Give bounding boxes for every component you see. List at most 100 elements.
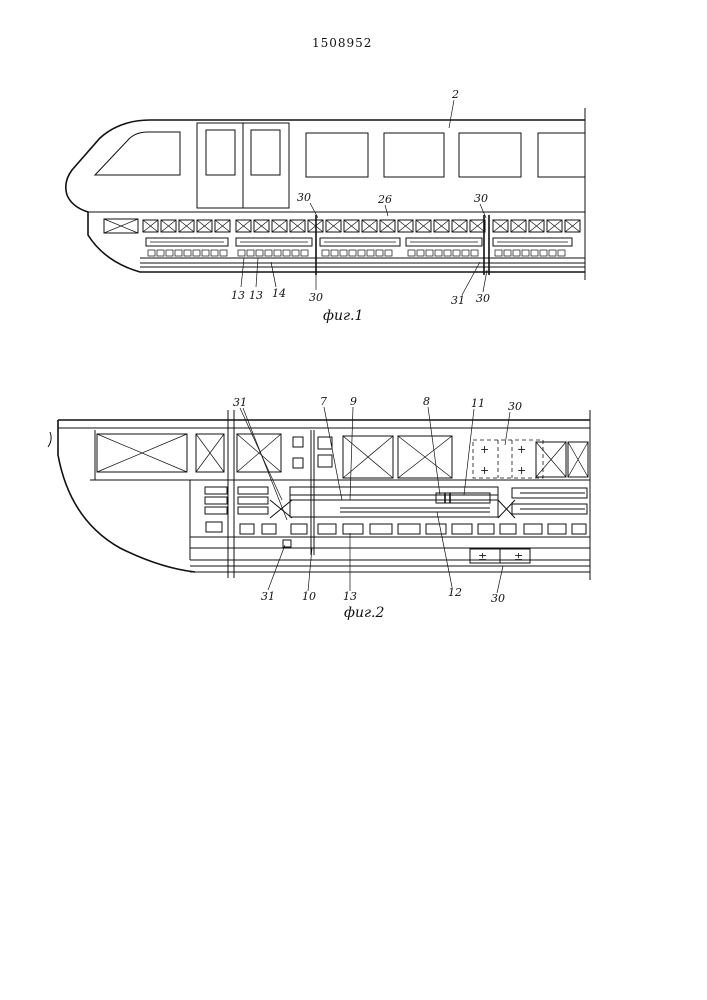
- left-equipment-block: [205, 487, 227, 494]
- battery-box-13: [318, 524, 336, 534]
- small-block: [318, 455, 332, 467]
- figure-1-side-view: 2 30 26 30 13 13 14 30 31 30 фиг.1: [66, 88, 585, 324]
- battery-cell: [292, 250, 299, 256]
- figure-1-caption: фиг.1: [323, 308, 363, 324]
- figure-2-caption: фиг.2: [344, 605, 385, 621]
- plus-mark: +: [480, 443, 489, 456]
- label-8: 8: [423, 395, 430, 408]
- battery-cell: [462, 250, 469, 256]
- battery-cell: [202, 250, 209, 256]
- label-31: 31: [261, 590, 275, 603]
- battery-cell: [247, 250, 254, 256]
- label-26: 26: [377, 193, 392, 206]
- figure-2-enlarged-view: + + + + ± ±: [58, 395, 590, 621]
- battery-cell: [417, 250, 424, 256]
- leader-12: [437, 512, 452, 587]
- battery-cell: [408, 250, 415, 256]
- battery-cell: [540, 250, 547, 256]
- battery-cell: [175, 250, 182, 256]
- battery-cell: [453, 250, 460, 256]
- window-4: [538, 133, 585, 177]
- leader-11: [464, 409, 474, 495]
- label-13: 13: [343, 590, 357, 603]
- left-equipment-block: [205, 497, 227, 504]
- battery-cell: [238, 250, 245, 256]
- label-30: 30: [508, 400, 522, 413]
- battery-cell: [504, 250, 511, 256]
- left-equipment-block: [205, 507, 227, 514]
- leader-30-bottom: [497, 566, 503, 593]
- plus-mark: ±: [514, 550, 523, 563]
- battery-cell: [349, 250, 356, 256]
- battery-cell: [265, 250, 272, 256]
- leader-2: [449, 100, 454, 128]
- battery-cell: [340, 250, 347, 256]
- battery-cell: [331, 250, 338, 256]
- battery-box-13: [524, 524, 542, 534]
- leader-7: [324, 407, 342, 500]
- battery-box-13: [452, 524, 472, 534]
- battery-box-13: [262, 524, 276, 534]
- small-block: [293, 458, 303, 468]
- underframe-crossed-boxes: [104, 219, 580, 233]
- label-13: 13: [249, 289, 263, 302]
- label-30: 30: [474, 192, 488, 205]
- leader-14: [271, 262, 276, 287]
- plus-mark: ±: [478, 550, 487, 563]
- small-bracket: [283, 540, 291, 547]
- door-window-left: [206, 130, 235, 175]
- battery-cell: [193, 250, 200, 256]
- battery-cell: [522, 250, 529, 256]
- battery-cell: [385, 250, 392, 256]
- window-2: [384, 133, 444, 177]
- battery-cell: [148, 250, 155, 256]
- label-30: 30: [297, 191, 311, 204]
- plus-mark: +: [480, 464, 489, 477]
- label-14: 14: [272, 287, 286, 300]
- battery-cell: [471, 250, 478, 256]
- label-31: 31: [233, 396, 247, 409]
- battery-cell: [558, 250, 565, 256]
- battery-cell: [444, 250, 451, 256]
- underframe-equipment: [146, 238, 572, 256]
- battery-box-13: [240, 524, 254, 534]
- battery-cell: [274, 250, 281, 256]
- label-11: 11: [471, 397, 485, 410]
- battery-cell: [426, 250, 433, 256]
- battery-cell: [435, 250, 442, 256]
- left-equipment-block: [238, 507, 268, 514]
- label-13: 13: [231, 289, 245, 302]
- leader-9: [350, 407, 353, 500]
- fig2-battery-row-13: [240, 524, 586, 534]
- battery-cell: [184, 250, 191, 256]
- label-10: 10: [302, 590, 316, 603]
- battery-cell: [220, 250, 227, 256]
- battery-cell: [157, 250, 164, 256]
- battery-cell: [531, 250, 538, 256]
- battery-box-13: [572, 524, 586, 534]
- plus-mark: +: [517, 464, 526, 477]
- left-equipment-block: [238, 497, 268, 504]
- leader-26: [385, 205, 388, 216]
- battery-box-13: [343, 524, 363, 534]
- battery-cell: [358, 250, 365, 256]
- battery-cell: [166, 250, 173, 256]
- battery-cell: [376, 250, 383, 256]
- label-12: 12: [448, 586, 462, 599]
- battery-cell: [283, 250, 290, 256]
- label-9: 9: [350, 395, 357, 408]
- window-1: [306, 133, 368, 177]
- battery-box-13: [500, 524, 516, 534]
- battery-box-13: [478, 524, 494, 534]
- battery-cell: [513, 250, 520, 256]
- battery-cell: [256, 250, 263, 256]
- fig2-crossed-boxes: [97, 434, 588, 478]
- left-equipment-block: [238, 487, 268, 494]
- leader-30-top-right: [480, 204, 486, 218]
- window-3: [459, 133, 521, 177]
- battery-box-13: [370, 524, 392, 534]
- leader-31-top-b: [243, 408, 287, 520]
- label-30: 30: [309, 291, 323, 304]
- leader-31-bottom: [268, 545, 285, 590]
- battery-cell: [301, 250, 308, 256]
